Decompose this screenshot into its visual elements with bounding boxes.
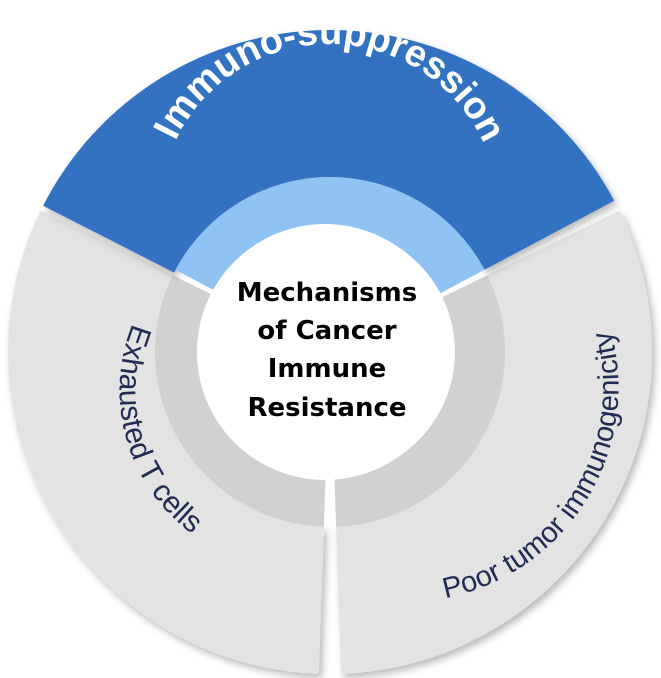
segment-top-inner (175, 176, 485, 294)
segment-right-outer (336, 210, 653, 674)
segment-left-outer (7, 210, 324, 674)
segment-top-outer (43, 29, 615, 273)
center-title-line-2: of Cancer (257, 316, 396, 346)
segment-exhausted-t-cells: Exhausted T cells (7, 210, 326, 674)
center-title-line-1: Mechanisms (237, 278, 417, 308)
segment-right-inner (334, 275, 506, 527)
segment-left-inner (154, 275, 326, 527)
center-circle (197, 224, 453, 480)
center-hub: Mechanisms of Cancer Immune Resistance (197, 224, 453, 480)
center-title-line-4: Resistance (247, 393, 406, 423)
center-title-line-3: Immune (268, 354, 387, 384)
